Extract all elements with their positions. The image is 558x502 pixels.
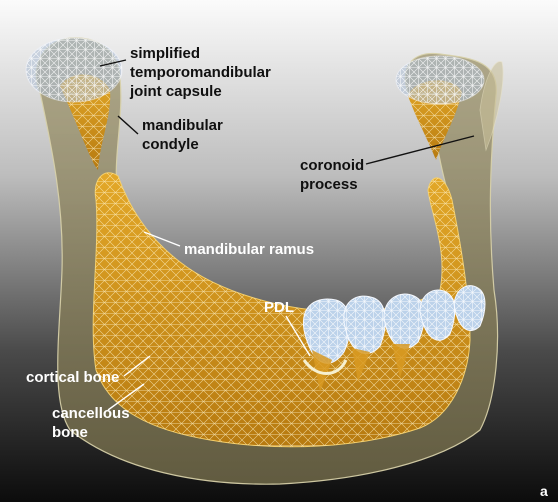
label-pdl: PDL bbox=[264, 298, 294, 317]
label-tmj-line3: joint capsule bbox=[130, 82, 271, 101]
label-cancellous-line2: bone bbox=[52, 423, 130, 442]
label-tmj-line2: temporomandibular bbox=[130, 63, 271, 82]
label-coronoid-line1: coronoid bbox=[300, 156, 364, 175]
label-mandibular-ramus: mandibular ramus bbox=[184, 240, 314, 259]
label-coronoid-line2: process bbox=[300, 175, 364, 194]
label-coronoid-process: coronoid process bbox=[300, 156, 364, 194]
label-tmj-line1: simplified bbox=[130, 44, 271, 63]
label-condyle-line1: mandibular bbox=[142, 116, 223, 135]
panel-letter: a bbox=[540, 482, 548, 501]
label-tmj-capsule: simplified temporomandibular joint capsu… bbox=[130, 44, 271, 101]
label-cancellous-bone: cancellous bone bbox=[52, 404, 130, 442]
label-cortical-bone: cortical bone bbox=[26, 368, 119, 387]
label-condyle-line2: condyle bbox=[142, 135, 223, 154]
label-cancellous-line1: cancellous bbox=[52, 404, 130, 423]
label-mandibular-condyle: mandibular condyle bbox=[142, 116, 223, 154]
